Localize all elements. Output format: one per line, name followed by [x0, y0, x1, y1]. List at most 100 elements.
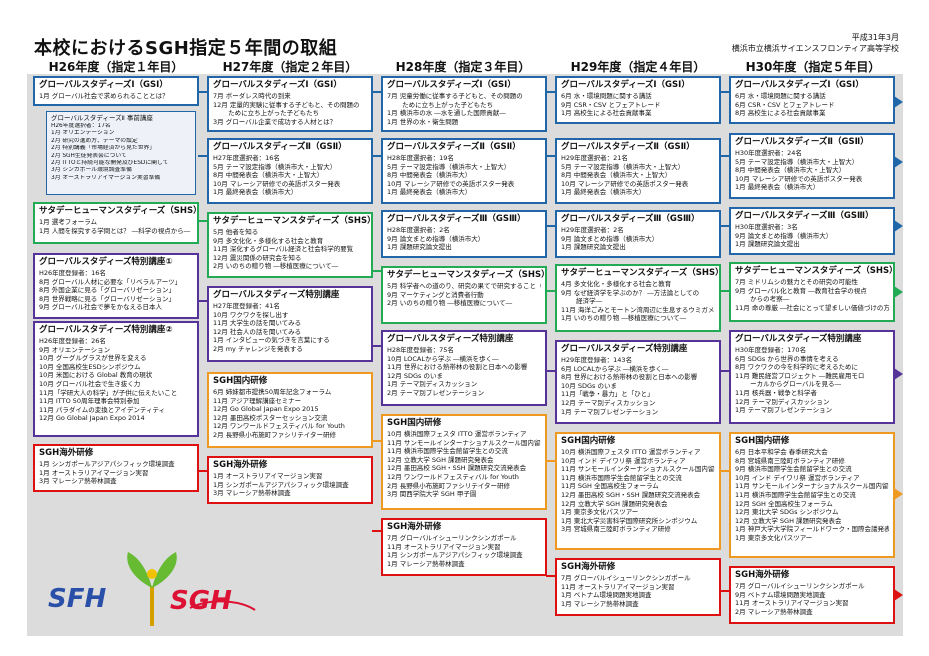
- arrow-domestic: [894, 488, 903, 500]
- box-line: ために立ち上がった子どもたち: [387, 100, 494, 109]
- box-h27-domestic: SGH国内研修 6月 姉妹都市提携50周年記念フォーラム 11月 アジア理解講座…: [207, 372, 373, 448]
- connector-gs1-4: [720, 91, 729, 93]
- box-line: 10月 マレーシア研修での英語ポスター発表: [387, 179, 515, 188]
- box-line: 11月 SGH 全国高校生フォーラム: [561, 482, 659, 491]
- box-title: SGH海外研修: [561, 562, 616, 572]
- connector-abroad-2: [372, 530, 381, 532]
- box-line: 6月 姉妹都市提携50周年記念フォーラム: [213, 388, 332, 396]
- box-line: 7月 ボーダレス時代の到来: [213, 92, 291, 100]
- box-line: 2月 my チャレンジを発表する: [213, 344, 303, 353]
- box-h30-abroad: SGH海外研修 7月 グローバルイシューリンクシンガポール 9月 ベトナム環境問…: [729, 566, 895, 624]
- box-line: 5月 テーマ設定指導（横浜市大・上智大）: [387, 162, 511, 171]
- box-h29-gs3: グローバルスタディーズⅢ（GSⅢ） H29年度選択者：2名 9月 論文まとめ指導…: [555, 210, 721, 258]
- connector-special-3: [546, 370, 555, 372]
- box-title: グローバルスタディーズⅡ（GSⅡ）: [561, 142, 695, 152]
- box-line: 12月 定量的実験に従事する子どもと、その問題の: [213, 100, 360, 109]
- box-line: ーカルからグローバルを見る―: [735, 380, 842, 389]
- box-line: 9月 論文まとめ指導（横浜市大）: [735, 231, 833, 240]
- box-line: 7月 ミドリムシの魅力とその研究の可能性: [735, 278, 859, 286]
- box-line: 11月 パラダイムの変換とアイデンティティ: [39, 405, 166, 414]
- box-line: 1月 いのちの贈り物 ―移植医療について―: [561, 314, 687, 323]
- box-h30-gs1: グローバルスタディーズⅠ（GSⅠ） 6月 水・環境問題に関する講話 6月 CSR…: [729, 76, 895, 124]
- box-line: 11月 アジア理解講座セミナー: [213, 396, 302, 405]
- box-line: 10月 LOCALから学ぶ ―横浜を歩く―: [387, 354, 499, 363]
- box-line: 12月 震災関係の研究会を知る: [213, 253, 302, 262]
- year-heading-h29: H29年度（指定４年目）: [570, 60, 706, 74]
- box-line: 3月 グローバル企業で成功する人材とは？: [213, 117, 337, 126]
- logo-sfh: SFH: [48, 584, 107, 614]
- plant-emblem-icon: [127, 552, 256, 626]
- box-line: H28年度選択者：19名: [387, 154, 454, 162]
- box-line: 9月 グローバル社会で夢をかなえる日本人: [39, 303, 162, 312]
- box-title: SGH海外研修: [39, 448, 94, 458]
- box-line: 12月 立教大学 SGH 課題研究発表会: [387, 455, 494, 464]
- box-line: 1月 課題研究論文提出: [561, 243, 626, 252]
- box-line: 1月 高校生による社会貢献事業: [561, 109, 652, 118]
- box-h26-special1: グローバルスタディーズ特別講座① H26年度登録者：16名 8月 グローバル人材…: [33, 253, 199, 319]
- box-line: 8月 ワクワクの今を科学的に考えるために: [735, 363, 859, 372]
- box-h28-shs: サタデーヒューマンスタディーズ（SHS） 5月 科学者への道のり、研究の果てで研…: [381, 266, 547, 324]
- box-title: グローバルスタディーズ特別講座: [213, 290, 340, 300]
- box-line: 12月 社会人の話を聞いてみる: [213, 327, 302, 336]
- sfh-sgh-logo: SFH SGH: [40, 548, 270, 628]
- box-line: 11月 ITTO 50周年理事会特別参加: [39, 397, 140, 406]
- box-line: 11月「学研大人の科学」が子供に伝えたいこと: [39, 388, 178, 397]
- box-line: H30年度選択者：24名: [735, 149, 802, 157]
- box-line: 12月 テーマ別ディスカッション: [561, 398, 656, 407]
- school-name: 横浜市立横浜サイエンスフロンティア高等学校: [731, 44, 899, 53]
- box-line: 11月 横浜市国際学生会館留学生との交流: [735, 490, 856, 499]
- box-title: SGH海外研修: [213, 460, 268, 470]
- box-line: 7月 グローバルイシューリンクシンガポール: [387, 534, 517, 542]
- connector-abroad-3: [546, 575, 555, 577]
- box-line: 1月 マレーシア熱帯林調査: [387, 559, 465, 568]
- box-line: 9月 多文化化・多様化する社会と教育: [213, 236, 324, 245]
- box-title: グローバルスタディーズ特別講座: [735, 334, 862, 344]
- box-line: 9月 横浜市国際学生会館留学生との交流: [735, 465, 852, 474]
- box-line: 1月 シンガポールアジアパシフィック環境調査: [213, 480, 349, 489]
- box-line: 12月 立教大学 SGH 課題研究発表会: [561, 499, 668, 508]
- box-line: 9月 CSR・CSV とフェアトレード: [561, 100, 661, 109]
- box-title: グローバルスタディーズ特別講座: [561, 344, 688, 354]
- box-line: 1月 横浜市の水 ―水を通した国際貢献―: [387, 109, 506, 118]
- box-line: 8月 世界戦略に見る「グローバリゼーション」: [39, 294, 176, 303]
- connector-domestic-2: [546, 460, 555, 462]
- connector-gs1-3: [546, 91, 555, 93]
- box-line: 3月 オーストラリアイマージョン実習準備: [51, 174, 161, 181]
- box-h26-gs2-pre: グローバルスタディーズⅡ 事前講座 H26年度選択者：17名 1月 オリエンテー…: [46, 111, 196, 195]
- box-line: 10月 インド デイワリ祭 運営ボランティア: [735, 473, 860, 482]
- box-line: 8月 高校生による社会貢献事業: [735, 109, 826, 118]
- box-line: 1月 シンガポールアジアパシフィック環境調査: [39, 460, 175, 468]
- box-line: H28年度登録者：75名: [387, 346, 454, 354]
- box-line: 6月 水・環境問題に関する講話: [735, 92, 826, 100]
- box-line: 11月 オーストラリアイマージョン実習: [735, 599, 849, 608]
- box-line: 9月 オリエンテーション: [39, 345, 111, 354]
- box-line: 2月 特別講義「市場経済から見た世界」: [51, 145, 156, 152]
- box-line: 2月 いのちの贈り物 ―移植医療について―: [213, 262, 339, 271]
- box-line: 1月 テーマ別ディスカッション: [387, 380, 478, 389]
- box-title: グローバルスタディーズⅠ（GSⅠ）: [213, 80, 342, 90]
- box-line: 7月 グローバルイシューリンクシンガポール: [561, 574, 691, 582]
- box-title: グローバルスタディーズⅠ（GSⅠ）: [561, 80, 690, 90]
- box-title: グローバルスタディーズⅢ（GSⅢ）: [387, 214, 526, 224]
- box-line: からの考察―: [735, 295, 790, 304]
- box-line: 1月 ベトナム環境問題実地調査: [561, 591, 652, 600]
- logo-sgh: SGH: [170, 586, 232, 616]
- box-line: H29年度登録者：143名: [561, 356, 633, 364]
- box-line: 10月 ワクワクを探し出す: [213, 310, 289, 319]
- box-line: 10月 全国高校生ESDシンポジウム: [39, 362, 141, 371]
- box-line: 11月 命の尊厳 ―社会にとって望ましい価値づけの方法とは―: [735, 303, 889, 312]
- box-line: 10月 マレーシア研修での英語ポスター発表: [561, 179, 689, 188]
- box-line: 2月 テーマ別プレゼンテーション: [387, 388, 485, 397]
- box-line: 9月 論文まとめ指導（横浜市大）: [387, 234, 485, 243]
- box-title: グローバルスタディーズ特別講座①: [39, 257, 173, 267]
- box-line: 11月 オーストラリアイマージョン実習: [561, 582, 675, 591]
- box-line: 10月 横浜国際フェスタ ITTO 運営ボランティア: [561, 448, 701, 456]
- box-line: 11月「戦争・暴力」と「ひと」: [561, 390, 654, 399]
- box-line: 10月 米国における Global 教育の現状: [39, 371, 153, 380]
- box-line: 3月 関西学院大学 SGH 甲子園: [387, 490, 477, 499]
- box-line: 11月 サンモールインターナショナルスクール国内留学: [735, 482, 889, 491]
- box-line: 7月 グローバルイシューリンクシンガポール: [735, 582, 865, 590]
- box-line: 10月 マレーシア研修での英語ポスター発表: [213, 179, 341, 188]
- box-h29-abroad: SGH海外研修 7月 グローバルイシューリンクシンガポール 11月 オーストラリ…: [555, 558, 721, 616]
- box-line: H30年度選択者：3名: [735, 223, 798, 231]
